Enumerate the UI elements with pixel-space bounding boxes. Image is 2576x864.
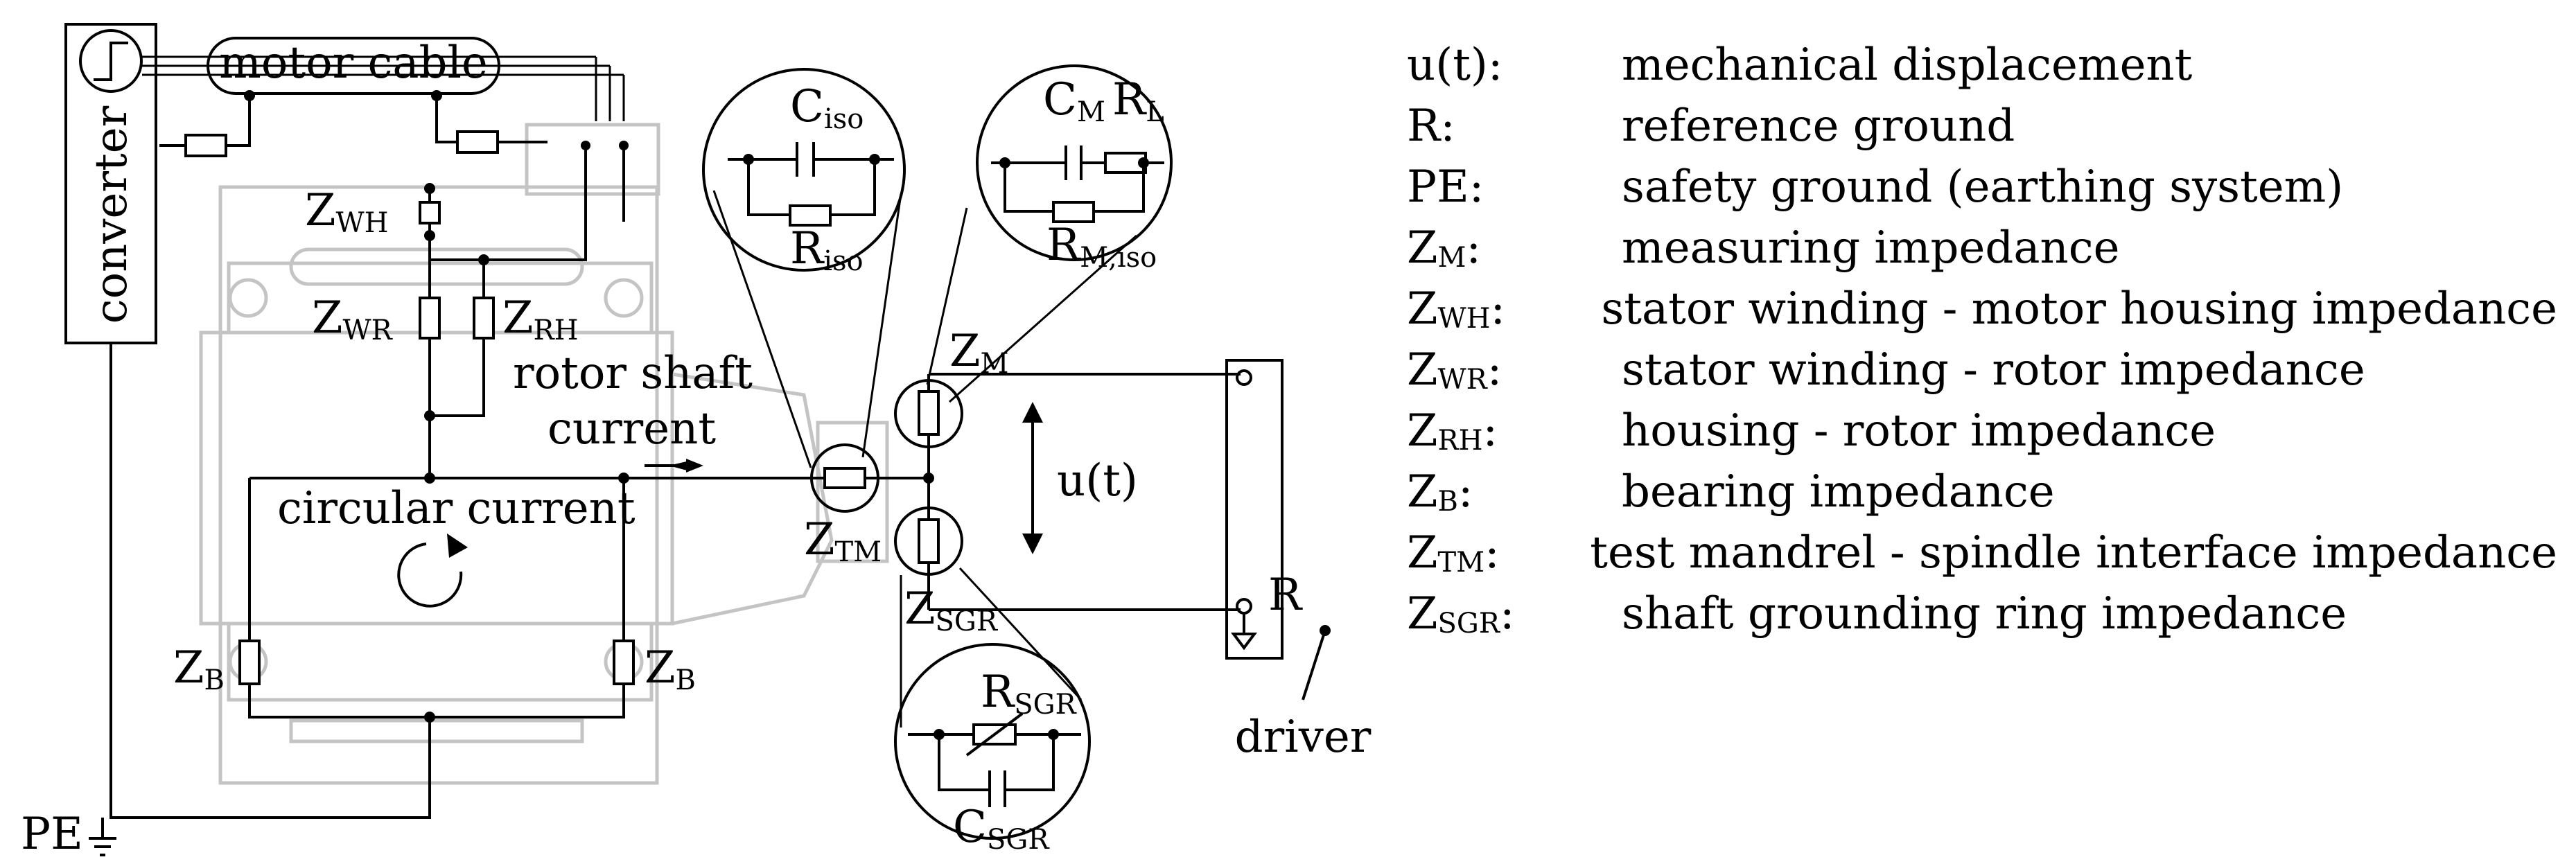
legend-row: ZTM: test mandrel - spindle interface imp… [1407,522,2557,583]
zm-resistor [918,390,940,436]
legend-symbol: ZB: [1407,466,1473,518]
legend-symbol: ZSGR: [1407,588,1515,640]
switch-symbol-icon [79,29,143,93]
detail-bubble-ciso: Ciso Riso [702,68,906,468]
converter-label: converter [86,105,137,324]
legend-description: housing - rotor impedance [1622,405,2216,457]
rotor-shaft-current-label-1: rotor shaft [513,348,753,399]
zm-label: ZM [949,326,1008,380]
legend-symbol: ZM: [1407,222,1481,274]
legend-row: PE: safety ground (earthing system) [1407,157,2557,218]
zb-left-resistor [238,640,261,685]
svg-text:Ciso: Ciso [790,81,864,135]
circular-current-label: circular current [277,483,636,534]
svg-text:CM: CM [1043,74,1105,128]
driver-label: driver [1235,712,1372,763]
ut-arrow-up-icon [1022,402,1043,423]
legend-row: ZWH: stator winding - motor housing imped… [1407,279,2557,340]
legend-description: mechanical displacement [1622,39,2193,91]
legend-symbol: R: [1407,100,1455,152]
driver-box [1225,359,1283,660]
detail-bubble-rsgr: RSGR CSGR [894,567,1091,856]
legend-description: reference ground [1622,100,2015,152]
legend-description: bearing impedance [1622,466,2055,518]
zsgr-resistor [918,518,940,564]
r-label: R [1268,570,1303,621]
legend-row: u(t): mechanical displacement [1407,35,2557,96]
legend-description: safety ground (earthing system) [1622,161,2344,213]
legend-symbol: ZTM: [1407,527,1500,579]
shield-resistor-right [456,130,499,154]
zwr-label: ZWR [312,292,394,346]
legend-symbol: ZWR: [1407,344,1502,396]
svg-text:RL: RL [1112,74,1164,128]
legend-symbol: ZWH: [1407,283,1506,335]
legend-row: ZWR: stator winding - rotor impedance [1407,340,2557,400]
legend-row: R: reference ground [1407,96,2557,157]
legend-row: ZB: bearing impedance [1407,461,2557,522]
legend-row: ZM: measuring impedance [1407,218,2557,279]
zwh-resistor [419,201,441,224]
legend-row: ZSGR: shaft grounding ring impedance [1407,583,2557,644]
legend-symbol: ZRH: [1407,405,1498,457]
pe-label: PE [21,809,83,860]
motor-housing-outline [199,123,889,785]
svg-text:RM,iso: RM,iso [1046,220,1157,274]
legend-symbol: PE: [1407,161,1484,213]
zrh-resistor [473,297,495,340]
shield-resistor-left [184,134,227,157]
zrh-label: ZRH [502,292,578,346]
legend-description: measuring impedance [1622,222,2120,274]
legend-symbol: u(t): [1407,39,1503,91]
legend-description: test mandrel - spindle interface impedan… [1590,527,2557,579]
svg-text:Riso: Riso [790,223,864,277]
ut-arrow-down-icon [1022,534,1043,554]
ut-label: u(t) [1057,455,1138,506]
step-signal-icon [94,42,128,81]
svg-text:RSGR: RSGR [981,667,1078,721]
motor-cable-label: motor cable [219,37,488,89]
zwr-resistor [419,297,441,340]
detail-bubble-cm: CM RL RM,iso [926,64,1173,403]
legend-description: shaft grounding ring impedance [1622,588,2347,640]
ztm-label: ZTM [804,514,882,568]
zb-left-label: ZB [173,642,225,696]
zb-right-label: ZB [645,642,696,696]
zwh-label: ZWH [305,185,388,239]
svg-text:CSGR: CSGR [953,802,1050,856]
ztm-resistor [823,467,866,489]
zb-right-resistor [613,640,635,685]
legend-description: stator winding - motor housing impedance [1601,283,2557,335]
legend-description: stator winding - rotor impedance [1622,344,2365,396]
zsgr-label: ZSGR [904,583,999,637]
circular-current-arrow-icon [397,543,463,608]
circuit-diagram: converter motor cable PE [21,23,1372,860]
ztm-detail-circle [810,443,879,513]
legend-row: ZRH: housing - rotor impedance [1407,400,2557,461]
rotor-shaft-current-label-2: current [547,403,716,455]
